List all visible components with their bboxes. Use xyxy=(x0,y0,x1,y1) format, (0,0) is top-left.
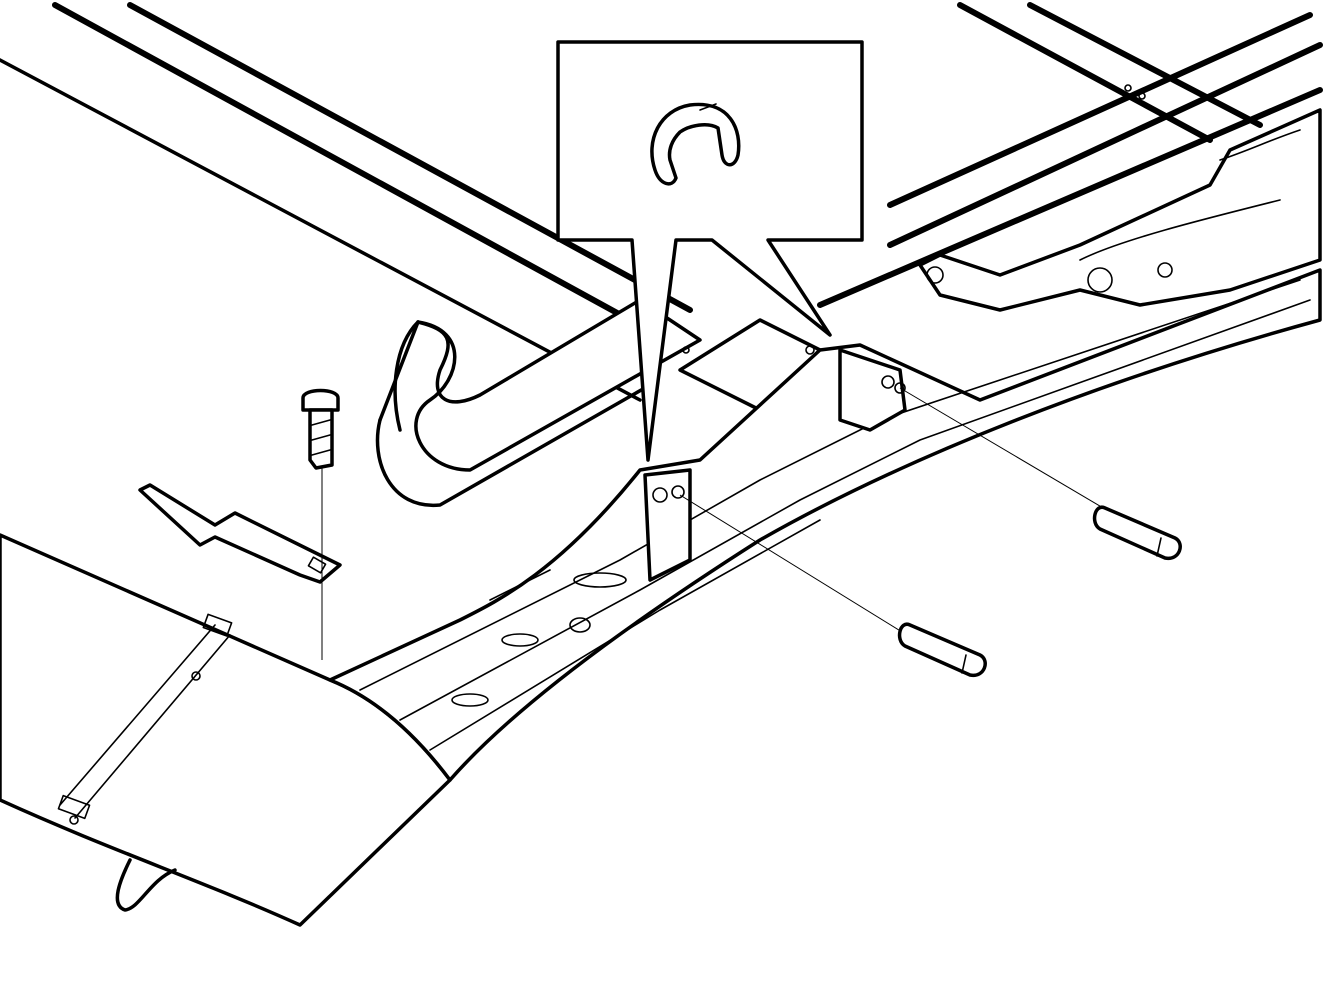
upper-linkage xyxy=(918,108,1322,312)
bracket xyxy=(138,483,342,584)
hinge-pin-front xyxy=(897,622,987,677)
roof-panel xyxy=(0,533,452,927)
hinge-assembly xyxy=(328,268,1322,782)
background-rails xyxy=(0,2,1323,402)
spring-clip xyxy=(375,298,702,507)
upper-crossbar xyxy=(1124,84,1146,100)
circlip-icon xyxy=(650,102,741,186)
bolt xyxy=(301,388,340,470)
exploded-lines xyxy=(321,387,1111,660)
hinge-pin-rear xyxy=(1092,505,1182,560)
callout-bubble xyxy=(556,40,864,462)
